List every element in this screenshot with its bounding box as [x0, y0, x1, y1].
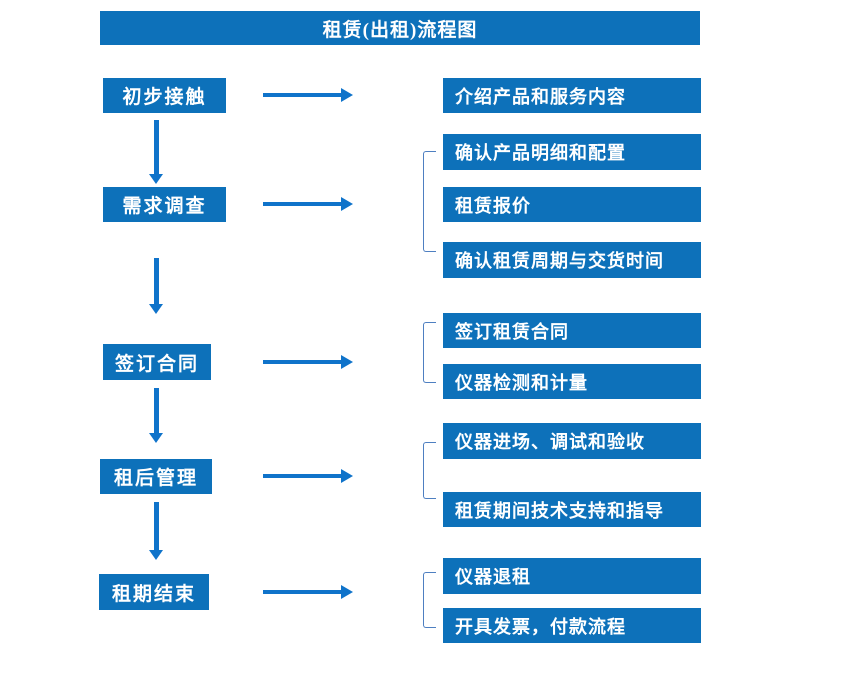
arrow-shaft [263, 360, 342, 364]
detail-box-instrument-return: 仪器退租 [443, 558, 701, 594]
arrow-shaft [154, 502, 159, 551]
arrow-head [149, 174, 163, 184]
arrow-head [149, 433, 163, 443]
detail-box-sign-rental-contract: 签订租赁合同 [443, 313, 701, 348]
arrow-shaft [263, 93, 342, 97]
arrow-head [341, 585, 353, 599]
step-box-demand-survey: 需求调查 [103, 187, 226, 222]
diagram-title: 租赁(出租)流程图 [100, 11, 700, 45]
detail-box-technical-support-during-rental: 租赁期间技术支持和指导 [443, 492, 701, 527]
arrow-shaft [154, 258, 159, 305]
step-box-initial-contact: 初步接触 [103, 78, 226, 113]
down-arrow-connector [149, 120, 164, 184]
right-arrow-connector [263, 88, 353, 102]
step-box-rental-end: 租期结束 [99, 574, 209, 610]
detail-box-introduce-products-services: 介绍产品和服务内容 [443, 78, 701, 113]
group-bracket [423, 322, 436, 383]
arrow-shaft [154, 388, 159, 434]
detail-box-instrument-testing-calibration: 仪器检测和计量 [443, 364, 701, 399]
arrow-head [149, 304, 163, 314]
down-arrow-connector [149, 502, 164, 560]
step-box-sign-contract: 签订合同 [103, 344, 211, 380]
detail-box-confirm-product-details-config: 确认产品明细和配置 [443, 134, 701, 170]
arrow-shaft [263, 474, 342, 478]
right-arrow-connector [263, 197, 353, 211]
detail-box-rental-quotation: 租赁报价 [443, 187, 701, 222]
detail-box-invoice-payment-process: 开具发票，付款流程 [443, 608, 701, 643]
right-arrow-connector [263, 469, 353, 483]
arrow-head [341, 197, 353, 211]
right-arrow-connector [263, 355, 353, 369]
arrow-head [341, 88, 353, 102]
arrow-shaft [263, 202, 342, 206]
detail-box-confirm-rental-period-delivery: 确认租赁周期与交货时间 [443, 242, 701, 278]
group-bracket [423, 442, 436, 499]
arrow-shaft [263, 590, 342, 594]
arrow-head [149, 550, 163, 560]
group-bracket [423, 572, 436, 628]
arrow-head [341, 469, 353, 483]
detail-box-instrument-arrival-commissioning-acceptance: 仪器进场、调试和验收 [443, 423, 701, 459]
group-bracket [423, 151, 436, 252]
arrow-head [341, 355, 353, 369]
arrow-shaft [154, 120, 159, 175]
down-arrow-connector [149, 258, 164, 314]
right-arrow-connector [263, 585, 353, 599]
down-arrow-connector [149, 388, 164, 443]
step-box-post-rental-management: 租后管理 [100, 459, 212, 494]
